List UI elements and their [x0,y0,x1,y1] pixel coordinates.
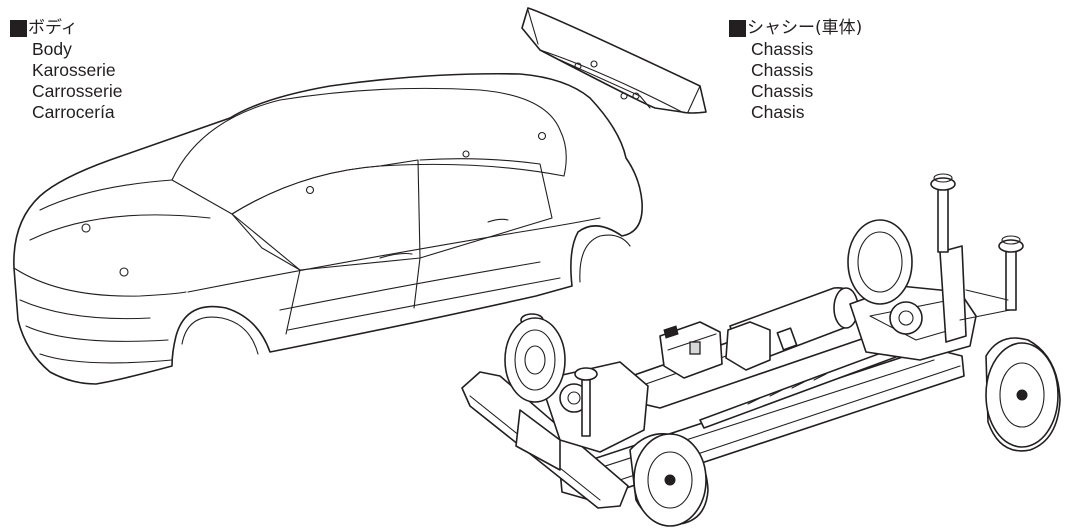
chassis-heading: シャシー(車体) [729,18,862,39]
square-bullet-icon [10,20,27,37]
chassis-label: シャシー(車体) Chassis Chassis Chassis Chasis [729,18,862,123]
body-translation-en: Body [32,39,72,59]
rear-right-wheel [985,337,1061,452]
square-bullet-icon [729,20,746,37]
esc-unit [659,321,723,379]
body-heading: ボディ [10,18,122,39]
body-label: ボディ Body Karosserie Carrosserie Carrocer… [10,18,122,123]
chassis-translation-en: Chassis [751,39,814,59]
body-translation-es: Carrocería [32,102,115,122]
rear-left-wheel [847,219,913,305]
body-shell-outline [13,72,643,385]
chassis-translation-fr: Chassis [751,81,814,101]
chassis-illustration [461,173,1061,527]
chassis-translation-es: Chasis [751,102,805,122]
chassis-heading-text: シャシー(車体) [747,18,863,38]
front-right-wheel [629,433,709,527]
motor [725,286,859,371]
body-heading-text: ボディ [28,18,78,38]
body-translation-fr: Carrosserie [32,81,123,101]
car-body-illustration [13,7,707,385]
front-left-wheel [504,317,566,403]
chassis-translation-de: Chassis [751,60,814,80]
body-translation-de: Karosserie [32,60,116,80]
